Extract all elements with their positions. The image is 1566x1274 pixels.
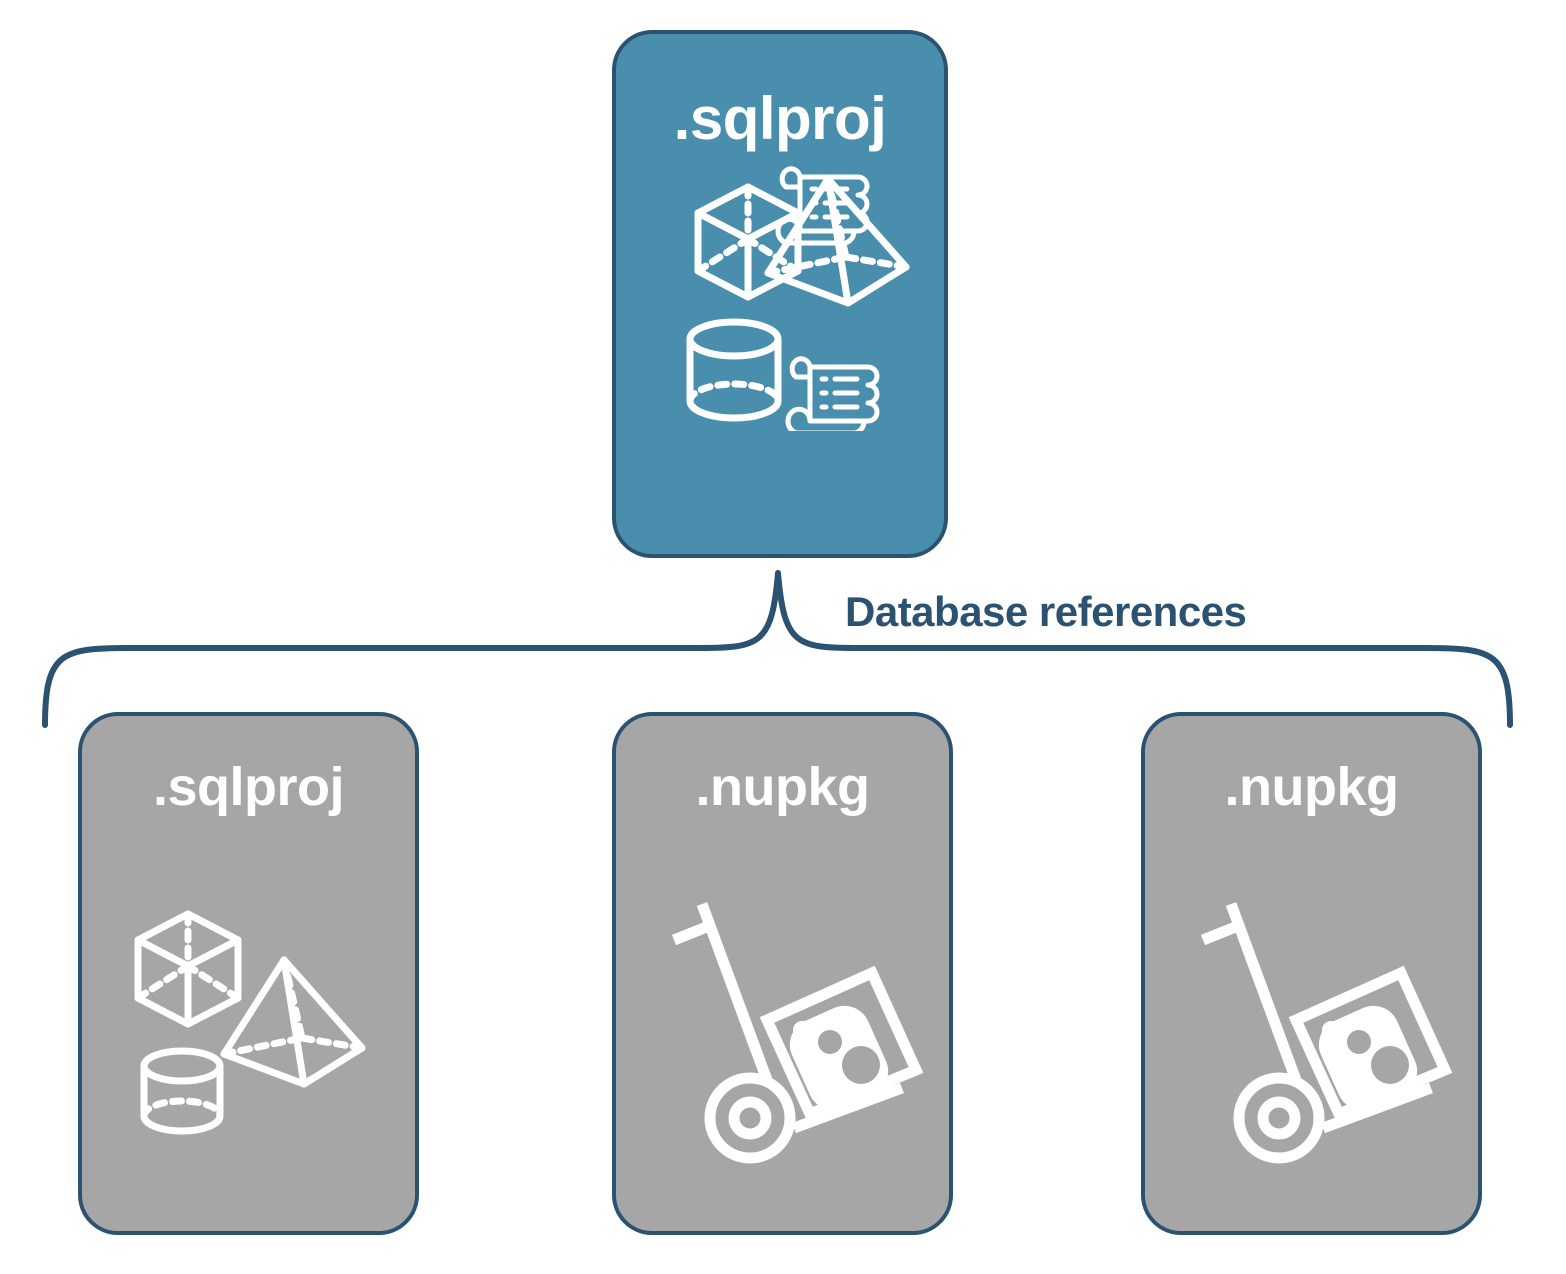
script-scroll-icon [785,356,880,431]
connector-label: Database references [845,588,1247,635]
sql-objects-and-scripts-icon [686,166,910,431]
reference-card-nupkg[interactable]: .nupkg [1141,712,1482,1235]
cube-icon [694,183,802,301]
reference-card-nupkg[interactable]: .nupkg [612,712,953,1235]
reference-card-label: .sqlproj [152,757,345,817]
reference-card-artwork [616,818,949,1231]
nuget-package-glyph [789,1005,889,1111]
reference-card-sqlproj[interactable]: .sqlproj [78,712,419,1235]
nuget-hand-truck-icon [671,902,924,1164]
reference-card-artwork [82,818,415,1231]
root-sqlproj-card[interactable]: .sqlproj [612,30,948,558]
cube-icon [134,910,242,1028]
cylinder-icon [140,1047,224,1135]
nuget-package-glyph [1318,1005,1418,1111]
root-card-artwork [616,153,944,554]
reference-card-label: .nupkg [695,757,870,817]
sql-objects-icon [134,910,366,1135]
script-scroll-icon [775,166,870,246]
reference-card-artwork [1145,818,1478,1231]
cylinder-icon [686,318,782,422]
root-card-label: .sqlproj [673,85,887,152]
reference-card-label: .nupkg [1224,757,1399,817]
nuget-hand-truck-icon [1200,902,1453,1164]
pyramid-icon [220,956,366,1088]
